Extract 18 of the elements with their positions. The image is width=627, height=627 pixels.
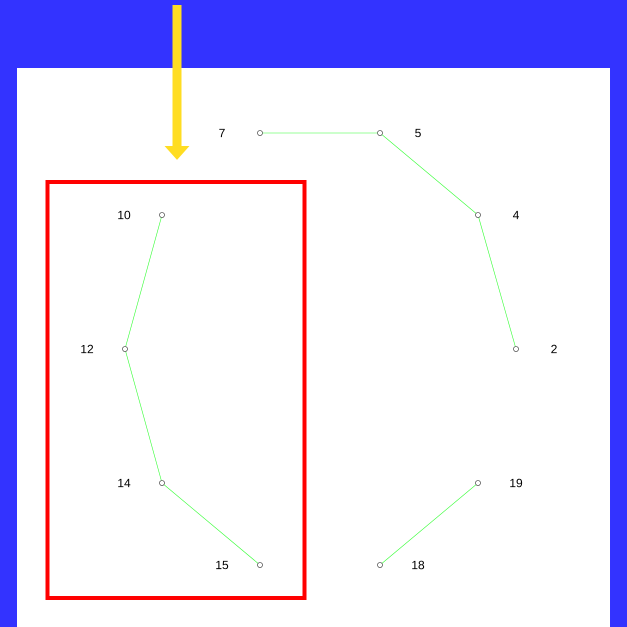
point-label: 12 <box>81 344 94 354</box>
connector-line <box>164 484 258 564</box>
point-label: 7 <box>219 128 225 138</box>
point-label: 15 <box>216 560 228 570</box>
connector-line <box>382 484 476 564</box>
point-label: 10 <box>118 210 130 220</box>
point-label: 14 <box>118 478 130 488</box>
connector-line <box>382 134 476 214</box>
connector-line <box>125 217 162 347</box>
selection-box <box>46 180 306 600</box>
connector-line <box>125 351 162 481</box>
connector-line <box>478 217 516 347</box>
point-label: 2 <box>551 344 557 354</box>
connector-line <box>262 132 378 134</box>
point-label: 18 <box>412 560 424 570</box>
point-label: 19 <box>510 478 522 488</box>
point-label: 4 <box>512 210 519 220</box>
point-label: 5 <box>415 128 421 138</box>
